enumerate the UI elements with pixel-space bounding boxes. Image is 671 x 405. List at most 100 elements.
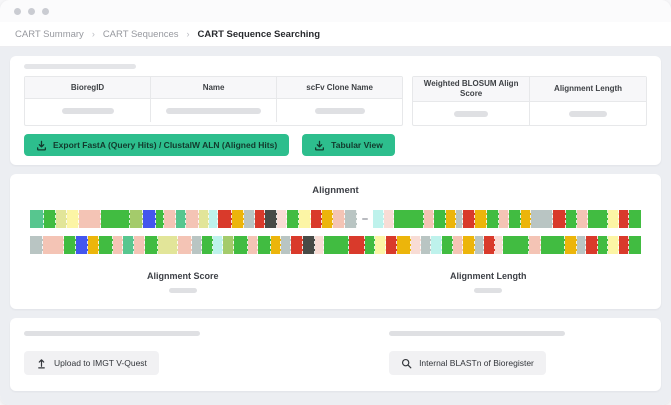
alignment-block-green — [99, 236, 113, 254]
alignment-block-lightpink — [411, 236, 421, 254]
window-dot-icon[interactable] — [14, 7, 21, 15]
alignment-block-red — [618, 236, 630, 254]
cell-bioregid — [25, 99, 150, 122]
alignment-block-red — [290, 236, 304, 254]
value-skeleton — [166, 107, 262, 114]
download-icon — [314, 140, 325, 151]
alignment-block-red — [586, 236, 598, 254]
section-title-skeleton — [389, 331, 566, 336]
value-skeleton — [454, 110, 489, 117]
alignment-block-gold — [396, 236, 412, 254]
alignment-block-blue — [142, 210, 157, 228]
alignment-stat-values — [30, 288, 641, 293]
actions-card: Upload to IMGT V-Quest Internal BLASTn o… — [10, 318, 661, 391]
alignment-block-paleyellow — [375, 236, 387, 254]
alignment-block-green — [156, 210, 165, 228]
alignment-block-gold — [521, 210, 532, 228]
alignment-block-palecyan — [212, 236, 224, 254]
alignment-block-gold — [270, 236, 282, 254]
alignment-block-green — [258, 236, 271, 254]
table-header-row: Weighted BLOSUM Align Score Alignment Le… — [413, 77, 646, 102]
column-header-weighted-blosum: Weighted BLOSUM Align Score — [423, 79, 519, 98]
table-row — [413, 102, 646, 125]
alignment-block-green — [434, 210, 447, 228]
alignment-block-salmon — [79, 210, 102, 228]
alignment-block-salmon — [453, 236, 464, 254]
alignment-block-green — [503, 236, 530, 254]
alignment-stats-table: Weighted BLOSUM Align Score Alignment Le… — [412, 76, 647, 126]
alignment-block-seagreen — [175, 210, 187, 228]
internal-blastn-button[interactable]: Internal BLASTn of Bioregister — [389, 351, 546, 375]
tabular-view-button[interactable]: Tabular View — [302, 134, 395, 156]
alignment-block-salmon — [112, 236, 124, 254]
alignment-card: Alignment Alignment Score Alignment Leng… — [10, 174, 661, 309]
alignment-block-gray — [30, 236, 43, 254]
alignment-block-red — [618, 210, 630, 228]
breadcrumb: CART Summary › CART Sequences › CART Seq… — [0, 22, 671, 47]
alignment-length-label: Alignment Length — [450, 271, 527, 281]
alignment-block-green — [597, 236, 609, 254]
alignment-block-gold — [87, 236, 100, 254]
alignment-block-green — [234, 236, 249, 254]
alignment-block-palecyan — [209, 210, 219, 228]
window-dot-icon[interactable] — [42, 7, 49, 15]
alignment-block-red — [348, 236, 365, 254]
alignment-block-green — [394, 210, 424, 228]
column-header-name: Name — [150, 77, 276, 98]
cell-scfv-clone-name — [276, 99, 402, 122]
alignment-block-red — [218, 210, 232, 228]
alignment-block-paleyellow — [66, 210, 80, 228]
cell-weighted-blosum — [413, 102, 529, 125]
export-fasta-clustalw-button[interactable]: Export FastA (Query Hits) / ClustalW ALN… — [24, 134, 290, 156]
alignment-block-green — [540, 236, 565, 254]
export-actions: Export FastA (Query Hits) / ClustalW ALN… — [24, 134, 647, 156]
sequence-info-table: BioregID Name scFv Clone Name — [24, 76, 404, 126]
alignment-block-gray — [474, 236, 485, 254]
window-dot-icon[interactable] — [28, 7, 35, 15]
alignment-block-salmon — [42, 236, 64, 254]
alignment-block-palecyan — [431, 236, 442, 254]
alignment-block-gold — [463, 236, 475, 254]
alignment-block-red — [463, 210, 476, 228]
alignment-block-olive — [130, 210, 143, 228]
column-header-scfv-clone-name: scFv Clone Name — [276, 77, 402, 98]
alignment-block-gray — [455, 210, 464, 228]
internal-blastn-label: Internal BLASTn of Bioregister — [419, 358, 534, 368]
alignment-block-green — [565, 210, 578, 228]
export-fasta-clustalw-label: Export FastA (Query Hits) / ClustalW ALN… — [53, 140, 278, 150]
alignment-block-dark — [303, 236, 315, 254]
results-tables: BioregID Name scFv Clone Name Weighted B… — [24, 76, 647, 126]
column-header-alignment-length: Alignment Length — [529, 77, 646, 101]
alignment-block-salmon — [186, 210, 199, 228]
alignment-block-gray — [420, 236, 432, 254]
alignment-block-paleyellow — [608, 236, 619, 254]
table-row — [25, 99, 402, 122]
section-title-skeleton — [24, 331, 200, 336]
alignment-block-red — [310, 210, 323, 228]
breadcrumb-cart-sequences[interactable]: CART Sequences — [102, 28, 179, 40]
upload-imgt-vquest-button[interactable]: Upload to IMGT V-Quest — [24, 351, 159, 375]
alignment-block-green — [587, 210, 609, 228]
alignment-row-2 — [30, 236, 641, 254]
alignment-block-gray — [191, 236, 203, 254]
alignment-stat-labels: Alignment Score Alignment Length — [30, 271, 641, 281]
chevron-right-icon: › — [91, 29, 95, 39]
alignment-block-gold — [475, 210, 487, 228]
alignment-block-paleyellow — [299, 210, 311, 228]
alignment-block-green — [286, 210, 300, 228]
results-card: BioregID Name scFv Clone Name Weighted B… — [10, 56, 661, 165]
alignment-block-gold — [446, 210, 456, 228]
page-content: BioregID Name scFv Clone Name Weighted B… — [0, 47, 671, 405]
breadcrumb-cart-summary[interactable]: CART Summary — [15, 28, 84, 40]
alignment-block-lightpink — [384, 210, 394, 228]
cell-alignment-length — [529, 102, 646, 125]
alignment-block-lightpink — [494, 236, 504, 254]
blast-section: Internal BLASTn of Bioregister — [389, 331, 647, 375]
section-title-skeleton — [24, 64, 136, 69]
alignment-block-gold — [322, 210, 334, 228]
tabular-view-label: Tabular View — [331, 140, 383, 150]
alignment-block-seagreen — [30, 210, 44, 228]
chevron-right-icon: › — [186, 29, 190, 39]
alignment-block-salmon — [178, 236, 192, 254]
